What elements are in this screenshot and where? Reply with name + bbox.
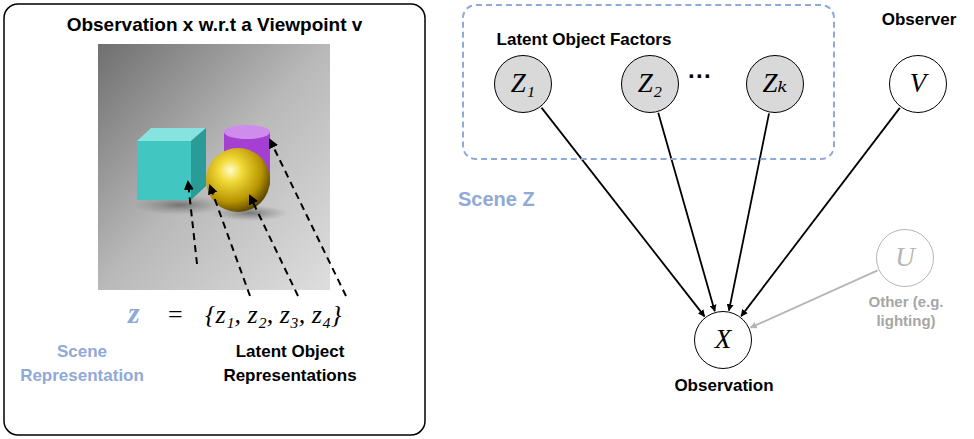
- pointer-arrows: [188, 140, 346, 296]
- latent-factor-circle: Zₖ: [746, 55, 804, 113]
- equals-sign: =: [168, 300, 183, 330]
- observer-circle: VObserver: [889, 55, 947, 113]
- observation-label: Observation: [654, 376, 794, 396]
- dependency-arrow: [541, 108, 704, 317]
- scene-group-box: Latent Object FactorsScene ZZ₁Z₂Zₖ: [462, 4, 835, 160]
- dependency-arrow: [750, 270, 877, 327]
- ellipsis: ···: [688, 62, 712, 90]
- dependency-arrow: [729, 113, 769, 310]
- variable-symbol: U: [877, 230, 933, 286]
- variable-symbol: Zₖ: [747, 56, 803, 112]
- dependency-arrow: [658, 113, 715, 311]
- objects-caption: Latent Object Representations: [200, 340, 380, 388]
- panel-border: [4, 4, 425, 435]
- variable-symbol: Z₂: [622, 56, 678, 112]
- dependency-arrow: [741, 108, 900, 316]
- panel-title: Observation x w.r.t a Viewpoint v: [4, 14, 425, 36]
- group-title: Latent Object Factors: [494, 30, 674, 50]
- latent-factor-circle: Z₂: [621, 55, 679, 113]
- render-image: [98, 44, 330, 290]
- variable-symbol: X: [695, 312, 751, 368]
- observer-label: Observer: [859, 10, 974, 30]
- variable-symbol: Z₁: [495, 56, 551, 112]
- scene-caption: Scene Representation: [12, 340, 152, 388]
- variable-symbol: V: [890, 56, 946, 112]
- other-circle: UOther (e.g. lighting): [876, 229, 934, 287]
- objects: [132, 125, 288, 221]
- scene-symbol: z: [128, 296, 140, 330]
- object-set: {z₁, z₂, z₃, z₄}: [205, 300, 341, 330]
- group-label: Scene Z: [458, 188, 578, 211]
- other-label: Other (e.g. lighting): [846, 292, 966, 330]
- latent-factor-circle: Z₁: [494, 55, 552, 113]
- observation-circle: XObservation: [694, 311, 752, 369]
